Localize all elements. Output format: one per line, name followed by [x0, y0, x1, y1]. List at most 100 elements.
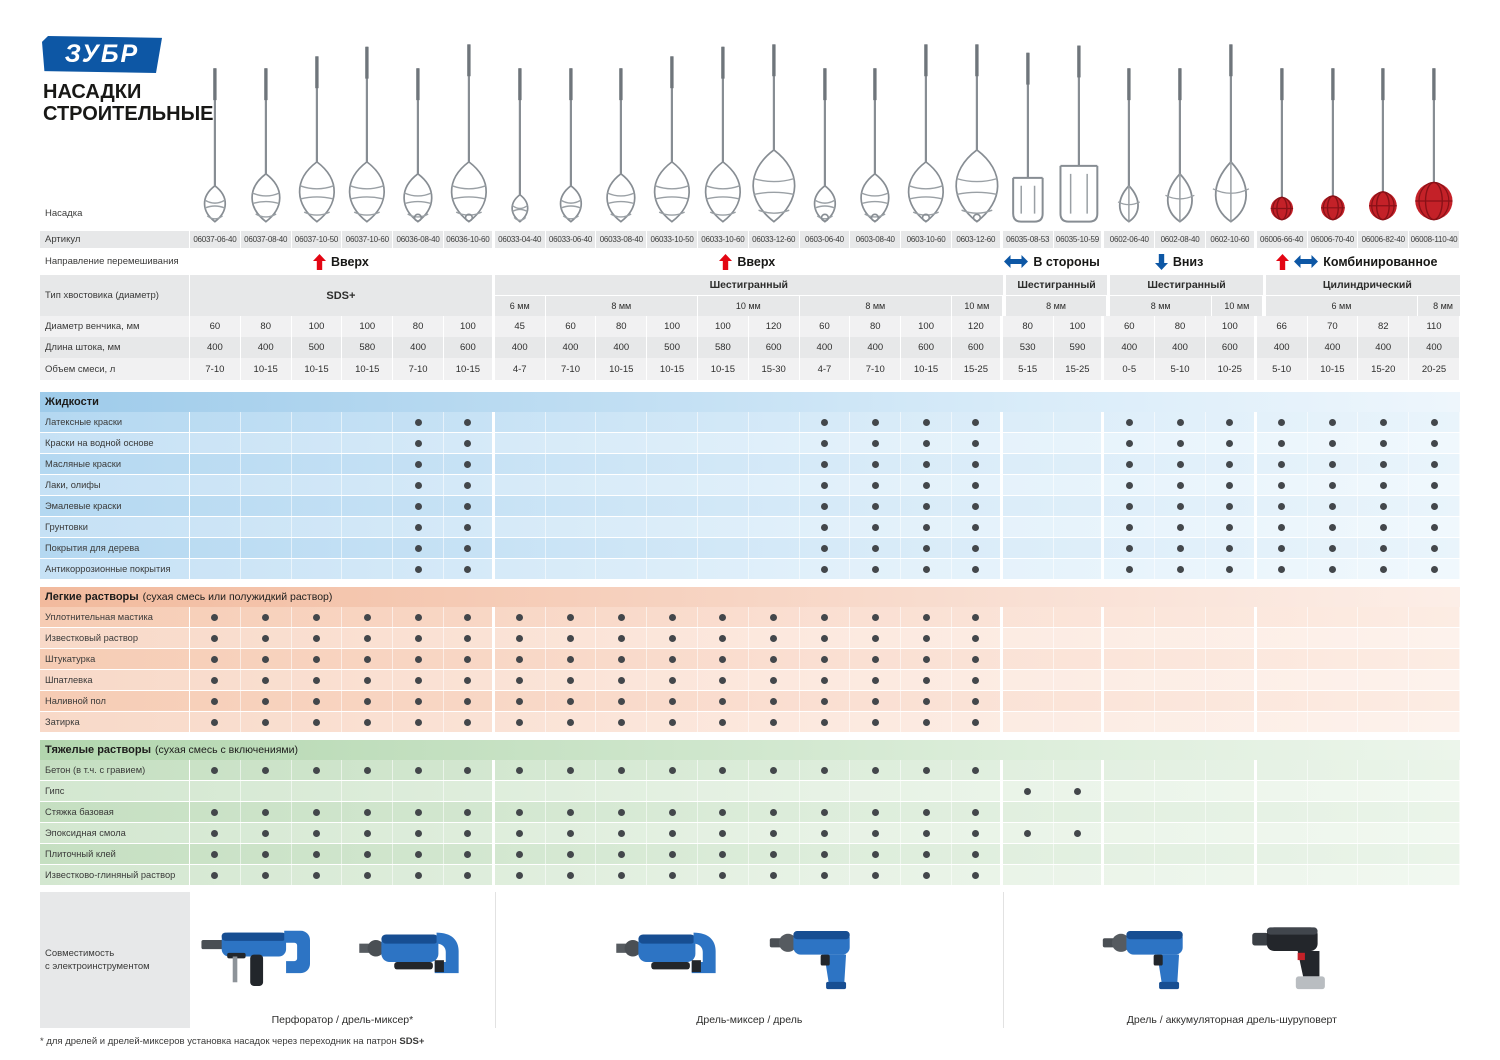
compatibility-cell [1003, 865, 1054, 885]
compatibility-cell [850, 670, 902, 690]
compatibility-dot [211, 634, 219, 642]
compatibility-cell [1054, 475, 1105, 495]
compatibility-dot [719, 634, 727, 642]
compatibility-dot [617, 718, 625, 726]
compatibility-cell [952, 760, 1003, 780]
volume-value: 7-10 [546, 358, 597, 380]
compatibility-cell [1257, 628, 1308, 648]
compatibility-cell [342, 760, 394, 780]
compatibility-dot [211, 655, 219, 663]
compatibility-dot [1328, 481, 1336, 489]
compatibility-cell [952, 538, 1003, 558]
compatibility-dot [1379, 481, 1387, 489]
compatibility-cell [444, 475, 495, 495]
compat-caption: Дрель / аккумуляторная дрель-шуруповерт [1126, 1014, 1337, 1026]
drill-image [1102, 930, 1183, 989]
compatibility-cell [546, 760, 597, 780]
compatibility-cell [749, 454, 800, 474]
compatibility-dot [871, 634, 879, 642]
compatibility-cell [1308, 712, 1359, 732]
compatibility-dot [414, 634, 422, 642]
tool-image-drill [768, 905, 886, 1002]
compatibility-dot [922, 634, 930, 642]
compatibility-dot [1226, 502, 1234, 510]
compatibility-cell [1206, 865, 1257, 885]
compatibility-dot [464, 655, 472, 663]
compatibility-cell [1358, 433, 1410, 453]
compatibility-cell [190, 517, 241, 537]
compatibility-cell [596, 781, 648, 801]
compatibility-cell [1358, 559, 1410, 579]
compatibility-dot [820, 697, 828, 705]
section-subtitle: (сухая смесь или полужидкий раствор) [142, 591, 333, 603]
compatibility-cell [850, 475, 902, 495]
mixer-image [190, 34, 241, 231]
compatibility-cell [1409, 670, 1460, 690]
compatibility-cell [749, 823, 800, 843]
compatibility-dot [1226, 460, 1234, 468]
length-value: 400 [1257, 337, 1308, 358]
direction-row-label: Направление перемешивания [40, 248, 190, 275]
compatibility-dot [516, 718, 524, 726]
compatibility-cell [1003, 691, 1054, 711]
compatibility-cell [800, 802, 851, 822]
compatibility-cell [495, 781, 546, 801]
compatibility-cell [342, 559, 394, 579]
footnote-bold: SDS+ [399, 1036, 425, 1047]
compatibility-dot [719, 697, 727, 705]
compatibility-cell [546, 781, 597, 801]
compatibility-cell [1358, 517, 1410, 537]
compatibility-cell [1155, 475, 1206, 495]
compatibility-cell [190, 559, 241, 579]
shank-diameter: 8 мм [546, 296, 698, 316]
compatibility-cell [647, 538, 698, 558]
footnote: * для дрелей и дрелей-миксеров установка… [40, 1036, 1460, 1047]
compatibility-dot [1125, 418, 1133, 426]
compatibility-dot [262, 697, 270, 705]
compat-label-line1: Совместимость [45, 948, 115, 959]
compatibility-dot [871, 544, 879, 552]
compatibility-cell [393, 781, 444, 801]
compatibility-dot [1278, 460, 1286, 468]
compatibility-dot [1430, 565, 1438, 573]
direction-label: В стороны [1033, 254, 1100, 269]
compatibility-dot [922, 676, 930, 684]
diameter-value: 120 [952, 316, 1003, 337]
compatibility-cell [952, 865, 1003, 885]
compatibility-cell [1155, 691, 1206, 711]
compatibility-cell [1155, 628, 1206, 648]
compatibility-cell [850, 433, 902, 453]
compatibility-dot [719, 718, 727, 726]
compatibility-cell [393, 496, 444, 516]
up-arrow-icon [312, 253, 326, 270]
title-line-2: СТРОИТЕЛЬНЫЕ [43, 103, 214, 125]
compatibility-cell [546, 691, 597, 711]
compatibility-cell [1257, 475, 1308, 495]
compatibility-cell [1308, 628, 1359, 648]
compatibility-cell [241, 496, 292, 516]
compatibility-dot [566, 634, 574, 642]
compatibility-dot [516, 871, 524, 879]
articul-value: 06035-10-59 [1054, 231, 1105, 248]
compatibility-cell [1358, 802, 1410, 822]
volume-value: 10-15 [698, 358, 749, 380]
volume-value: 10-15 [1308, 358, 1359, 380]
section-header-heavy-mortars: Тяжелые растворы(сухая смесь с включения… [40, 740, 1460, 760]
compatibility-dot [262, 766, 270, 774]
compatibility-cell [190, 691, 241, 711]
compatibility-cell [292, 712, 343, 732]
compatibility-dot [617, 613, 625, 621]
footnote-text: * для дрелей и дрелей-миксеров установка… [40, 1036, 400, 1047]
compatibility-cell [800, 433, 851, 453]
compatibility-dot [922, 565, 930, 573]
compatibility-dot [464, 676, 472, 684]
compatibility-dot [719, 829, 727, 837]
compatibility-dot [820, 502, 828, 510]
compat-groups: Перфоратор / дрель-миксер*Дрель-миксер /… [190, 892, 1460, 1028]
compatibility-dot [566, 829, 574, 837]
tool-images [612, 892, 886, 1028]
compatibility-cell [1206, 454, 1257, 474]
compatibility-dot [414, 829, 422, 837]
compatibility-cell [1003, 496, 1054, 516]
compatibility-cell [342, 844, 394, 864]
